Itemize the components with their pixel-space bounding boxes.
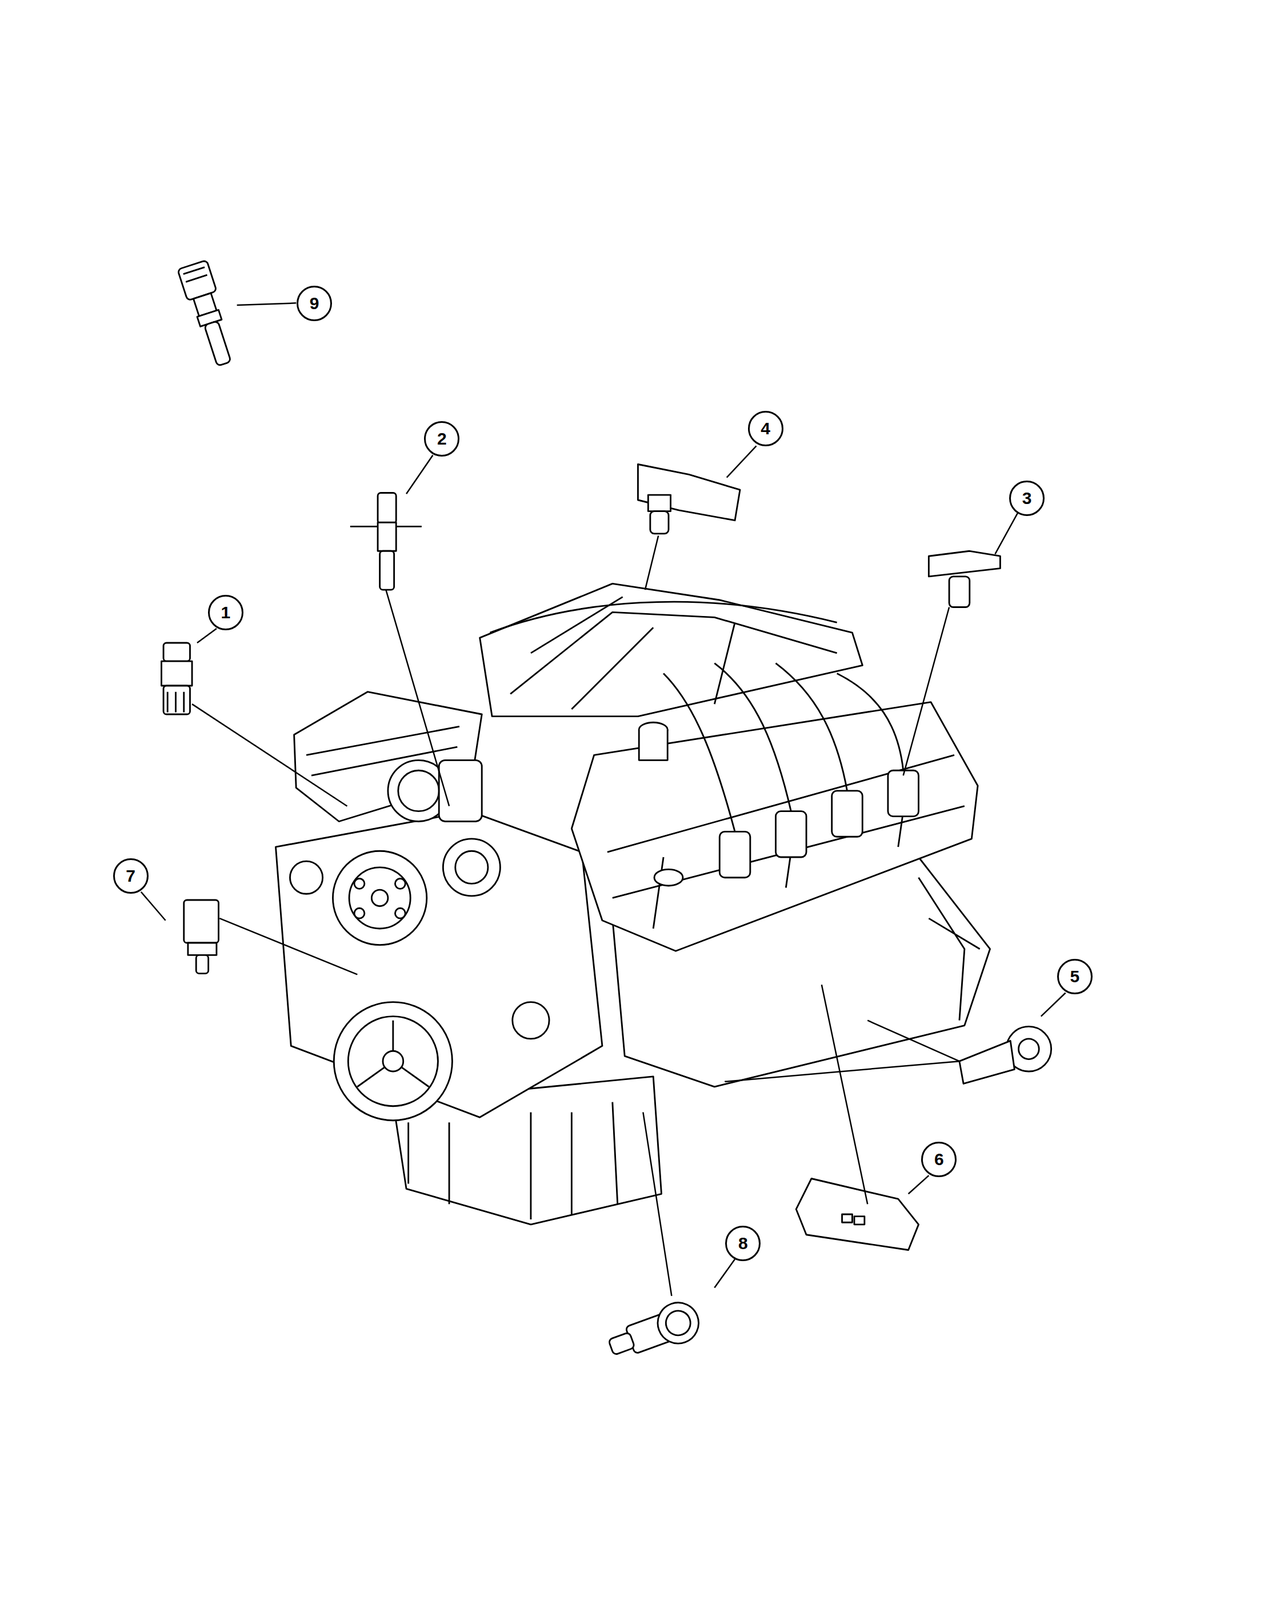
callout-text: 1 bbox=[220, 604, 231, 622]
callout-number: 2 bbox=[424, 421, 460, 457]
callout-text: 7 bbox=[125, 867, 136, 885]
callout-text: 9 bbox=[309, 294, 320, 312]
callout-number: 9 bbox=[296, 285, 332, 322]
callout-number: 1 bbox=[208, 594, 244, 631]
callout-text: 5 bbox=[1070, 968, 1080, 986]
callout-text: 4 bbox=[760, 420, 771, 438]
callout-number: 3 bbox=[1009, 480, 1045, 516]
callout-text: 8 bbox=[738, 1234, 748, 1252]
callout-number: 4 bbox=[748, 410, 784, 447]
callout-number: 6 bbox=[921, 1141, 957, 1178]
callout-text: 2 bbox=[437, 430, 447, 448]
callout-number: 7 bbox=[113, 858, 149, 894]
callout-number: 8 bbox=[725, 1225, 761, 1262]
callout-number: 5 bbox=[1057, 958, 1093, 995]
leader-lines bbox=[141, 302, 1066, 1296]
callout-text: 6 bbox=[934, 1150, 944, 1168]
callout-text: 3 bbox=[1022, 489, 1032, 507]
